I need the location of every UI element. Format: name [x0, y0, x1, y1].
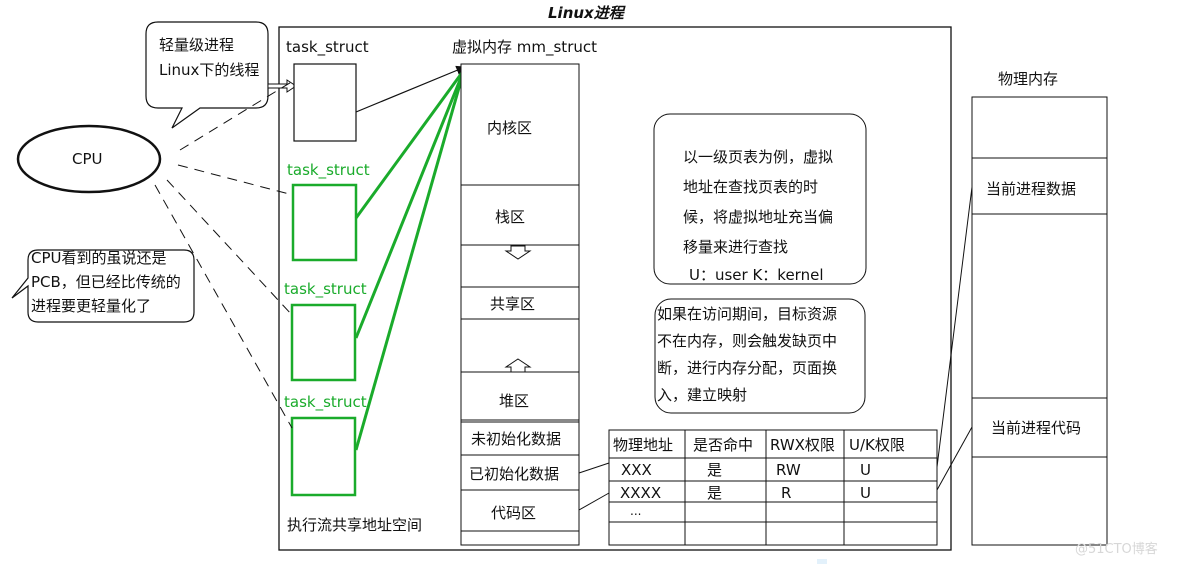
page-table-cell: U [860, 461, 871, 479]
page-table-cell: U [860, 484, 871, 502]
note-pagetable-line: 以一级页表为例，虚拟 [683, 148, 834, 166]
pagetable-to-data-line [936, 186, 973, 468]
task-struct-thread-label: task_struct [284, 393, 367, 411]
watermark-accent [817, 559, 827, 564]
vm-region-stack: 栈区 [495, 208, 526, 226]
note-pagefault-text: 如果在访问期间，目标资源 不在内存，则会触发缺页中 断，进行内存分配，页面换 入… [657, 301, 837, 409]
stack-grow-arrow [504, 245, 532, 260]
bubble-pcb-shape [11, 249, 195, 323]
note-pagefault-line: 不在内存，则会触发缺页中 [657, 332, 838, 350]
note-pagetable-legend: U：user K：kernel [689, 266, 824, 284]
page-table-grid [608, 429, 938, 546]
note-pagefault-box [654, 298, 866, 414]
note-pagetable-text: 以一级页表为例，虚拟 地址在查找页表的时 候，将虚拟地址充当偏 移量来进行查找 [683, 142, 833, 262]
page-table-header: 是否命中 [693, 436, 754, 454]
vm-region-bss: 未初始化数据 [471, 430, 562, 448]
vm-region-data: 已初始化数据 [469, 465, 560, 483]
cpu-label: CPU [72, 150, 103, 168]
physical-memory-data: 当前进程数据 [986, 180, 1077, 198]
cpu-ellipse [16, 124, 162, 194]
shared-space-label: 执行流共享地址空间 [287, 516, 423, 534]
page-table-cell: RW [776, 461, 801, 479]
heap-grow-arrow [504, 358, 532, 373]
note-pagetable-line: 地址在查找页表的时 [683, 178, 819, 196]
vm-region-heap: 堆区 [499, 392, 530, 410]
bubble-thread-line: Linux下的线程 [159, 61, 260, 79]
pagetable-to-code-line [936, 426, 973, 491]
task-struct-to-mm-line [355, 65, 466, 113]
page-table-cell: XXXX [620, 484, 662, 502]
note-pagetable-line: 候，将虚拟地址充当偏 [683, 208, 834, 226]
note-pagetable-line: 移量来进行查找 [683, 238, 789, 256]
bubble-thread-line: 轻量级进程 [159, 36, 235, 54]
page-table-cell: ... [630, 504, 642, 518]
task-struct-thread-label: task_struct [287, 161, 370, 179]
task-struct-thread-box [291, 183, 358, 262]
vm-region-kernel: 内核区 [487, 119, 533, 137]
task-struct-main-label: task_struct [286, 38, 369, 56]
bubble-thread-arrow [267, 79, 297, 93]
page-table-cell: XXX [621, 461, 652, 479]
process-frame [278, 26, 952, 551]
bubble-thread-shape [145, 21, 269, 129]
note-pagefault-line: 如果在访问期间，目标资源 [657, 305, 838, 323]
page-table-header: RWX权限 [770, 436, 835, 454]
task-struct-thread-box [290, 303, 357, 382]
physical-memory-column [971, 96, 1108, 546]
bubble-pcb-text: CPU看到的虽说还是 PCB，但已经比传统的 进程要更轻量化了 [31, 246, 181, 318]
task-struct-thread-box [290, 416, 357, 497]
bubble-thread-text: 轻量级进程 Linux下的线程 [159, 33, 259, 83]
vm-region-shared: 共享区 [490, 295, 536, 313]
vm-region-code: 代码区 [491, 504, 537, 522]
task-struct-main-box [293, 63, 357, 142]
page-table-cell: R [781, 484, 792, 502]
note-pagefault-line: 入，建立映射 [657, 386, 748, 404]
page-table-header: U/K权限 [849, 436, 905, 454]
cpu-dispatch-lines [154, 80, 294, 429]
thread-to-mm-lines [354, 69, 466, 451]
data-to-pagetable-line [578, 462, 610, 474]
page-table-header: 物理地址 [613, 436, 674, 454]
code-to-pagetable-line [578, 492, 610, 511]
bubble-pcb-line: PCB，但已经比传统的 [31, 273, 181, 291]
note-pagefault-line: 断，进行内存分配，页面换 [657, 359, 838, 377]
page-table-cell: 是 [707, 484, 723, 502]
physical-memory-title: 物理内存 [998, 70, 1059, 88]
bubble-pcb-line: 进程要更轻量化了 [31, 297, 152, 315]
vm-column [460, 63, 580, 546]
diagram-title: Linux进程 [548, 4, 624, 22]
bubble-pcb-line: CPU看到的虽说还是 [31, 249, 167, 267]
watermark: @51CTO博客 [1075, 542, 1158, 557]
note-pagetable-box [653, 113, 867, 285]
task-struct-thread-label: task_struct [284, 280, 367, 298]
physical-memory-code: 当前进程代码 [991, 419, 1082, 437]
vm-label: 虚拟内存 mm_struct [452, 38, 597, 56]
page-table-cell: 是 [707, 461, 723, 479]
